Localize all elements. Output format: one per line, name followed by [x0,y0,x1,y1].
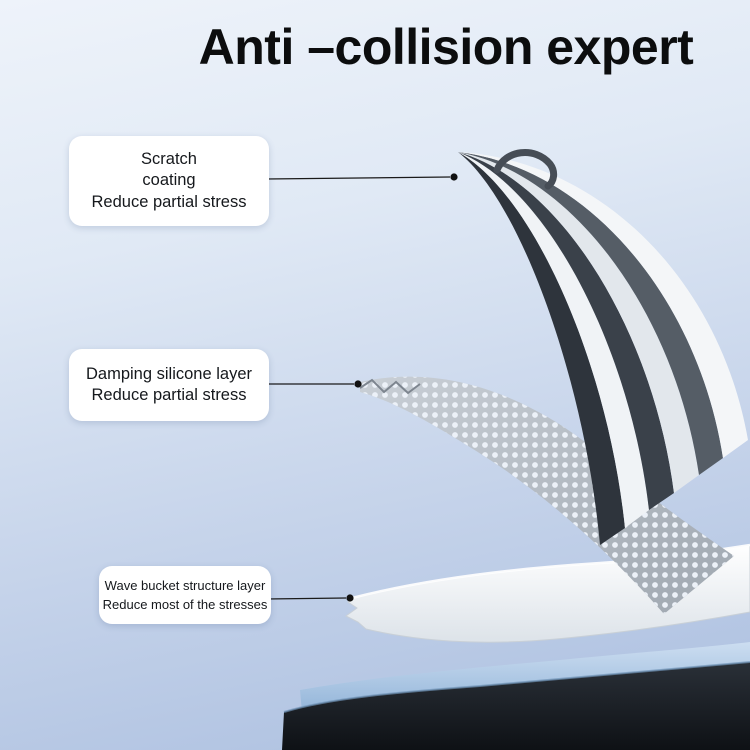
callout-wave-bucket-label: Wave bucket structure layer Reduce most … [102,577,268,613]
scratch-coating-layer [458,149,748,545]
anchor-dot-scratch-coating [450,173,458,181]
callout-scratch-coating-label: Scratch coating Reduce partial stress [91,149,247,211]
callout-wave-bucket-layer: Wave bucket structure layer Reduce most … [99,566,271,624]
callout-scratch-coating: Scratch coating Reduce partial stress [69,136,269,226]
page-title: Anti –collision expert [198,19,694,75]
callout-damping-silicone-label: Damping silicone layer Reduce partial st… [86,364,252,404]
damping-silicone-mesh-layer [359,376,734,614]
callout-damping-silicone-layer: Damping silicone layer Reduce partial st… [69,349,269,421]
anchor-dot-damping-layer [354,380,362,388]
leader-lines [265,173,458,602]
anchor-dot-wave-layer [346,594,354,602]
phone-body [282,642,750,750]
coating-edge-curl [493,149,558,190]
